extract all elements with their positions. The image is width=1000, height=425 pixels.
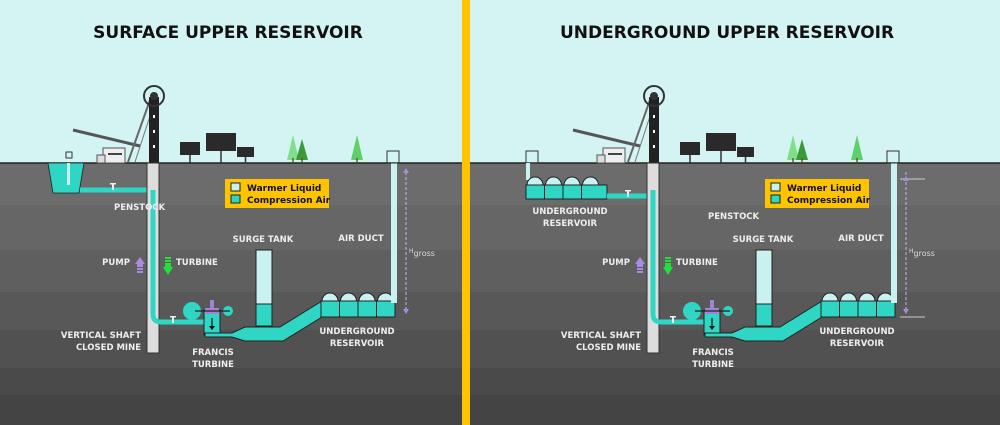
solar-panel-icon (206, 133, 236, 163)
turbine-label: TURBINE (176, 258, 218, 268)
legend-swatch-warmer (230, 182, 241, 192)
turbine-label: TURBINE (676, 258, 718, 268)
panel-title: UNDERGROUND UPPER RESERVOIR (560, 23, 894, 43)
hgross-label: Hgross (409, 248, 435, 258)
francis-turbine-icon (683, 300, 733, 336)
francis-label: FRANCIS (692, 348, 734, 358)
valve-icon (670, 316, 676, 323)
solar-panel-icon (680, 142, 700, 163)
hgross-dimension (403, 168, 409, 314)
penstock-pipe (650, 190, 706, 325)
lower-reservoir-label: UNDERGROUND (819, 327, 894, 337)
solar-panel-icon (706, 133, 736, 163)
tree-icon (296, 139, 308, 163)
francis-turbine-label: TURBINE (192, 360, 234, 370)
mine-headframe-icon (72, 85, 165, 164)
legend-compression-air: Compression Air (247, 196, 331, 206)
vertical-shaft-label: VERTICAL SHAFT (61, 331, 141, 341)
lower-reservoir-label-2: RESERVOIR (330, 339, 385, 349)
legend-swatch-air (230, 194, 241, 204)
panel-divider (462, 0, 470, 425)
penstock-label: PENSTOCK (708, 212, 760, 222)
pump-label: PUMP (602, 258, 630, 268)
solar-panel-icon (237, 147, 254, 163)
legend: Warmer Liquid Compression Air (765, 179, 871, 208)
francis-turbine-icon (183, 300, 233, 336)
hgross-dimension (903, 172, 909, 314)
ground-layer (0, 395, 462, 425)
hgross-label: Hgross (909, 248, 935, 258)
upper-reservoir-label: UNDERGROUND (532, 207, 607, 217)
surge-tank-label: SURGE TANK (733, 235, 794, 245)
air-duct (886, 150, 900, 303)
tree-icon (787, 135, 799, 163)
ground-layer (470, 292, 1000, 330)
upper-reservoir-label-2: RESERVOIR (543, 219, 598, 229)
ground-layer (470, 368, 1000, 395)
surge-tank (755, 249, 773, 327)
lower-underground-reservoir (820, 292, 896, 318)
tree-icon (796, 139, 808, 163)
tree-icon (351, 135, 363, 163)
hgross-h: H (909, 248, 914, 255)
francis-label: FRANCIS (192, 348, 234, 358)
pump-arrow-up-icon (135, 257, 145, 273)
tree-icon (851, 135, 863, 163)
hgross-h: H (409, 248, 414, 255)
ground-layer (0, 205, 462, 250)
penstock-pipe (150, 190, 206, 325)
air-duct (386, 150, 400, 303)
francis-turbine-label: TURBINE (692, 360, 734, 370)
upper-underground-reservoir (525, 150, 608, 200)
surge-tank (255, 249, 273, 327)
legend-swatch-warmer (770, 182, 781, 192)
ground-layer (470, 205, 1000, 250)
air-duct-label: AIR DUCT (338, 234, 383, 244)
lower-reservoir-label-2: RESERVOIR (830, 339, 885, 349)
ground-layer (0, 368, 462, 395)
ground-layer (0, 250, 462, 292)
mine-headframe-icon (572, 85, 665, 164)
hgross-sub: gross (914, 249, 935, 258)
pump-label: PUMP (102, 258, 130, 268)
legend: Warmer Liquid Compression Air (225, 179, 331, 208)
solar-panel-icon (737, 147, 754, 163)
turbine-arrow-down-icon (663, 257, 673, 275)
hgross-sub: gross (414, 249, 435, 258)
surface-upper-reservoir (47, 151, 85, 194)
lower-reservoir-label: UNDERGROUND (319, 327, 394, 337)
surge-tank-label: SURGE TANK (233, 235, 294, 245)
vertical-shaft-label: VERTICAL SHAFT (561, 331, 641, 341)
ground-layer (470, 395, 1000, 425)
valve-icon (110, 183, 116, 190)
legend-warmer-liquid: Warmer Liquid (247, 184, 321, 194)
legend-warmer-liquid: Warmer Liquid (787, 184, 861, 194)
legend-swatch-air (770, 194, 781, 204)
solar-panel-icon (180, 142, 200, 163)
penstock-label: PENSTOCK (114, 203, 166, 213)
panel-underground-upper-reservoir: UNDERGROUND UPPER RESERVOIR UNDERGROUND RE… (470, 0, 1000, 425)
tree-icon (287, 135, 299, 163)
closed-mine-label: CLOSED MINE (76, 343, 141, 353)
legend-compression-air: Compression Air (787, 196, 871, 206)
valve-icon (625, 190, 631, 197)
closed-mine-label: CLOSED MINE (576, 343, 641, 353)
panel-surface-upper-reservoir: SURFACE UPPER RESERVOIR Hgross Warmer Li… (0, 0, 462, 425)
panel-title: SURFACE UPPER RESERVOIR (93, 23, 363, 43)
hgross-limit-lines (900, 178, 925, 318)
ground-layer (470, 250, 1000, 292)
pump-arrow-up-icon (635, 257, 645, 273)
turbine-arrow-down-icon (163, 257, 173, 275)
air-duct-label: AIR DUCT (838, 234, 883, 244)
valve-icon (170, 316, 176, 323)
